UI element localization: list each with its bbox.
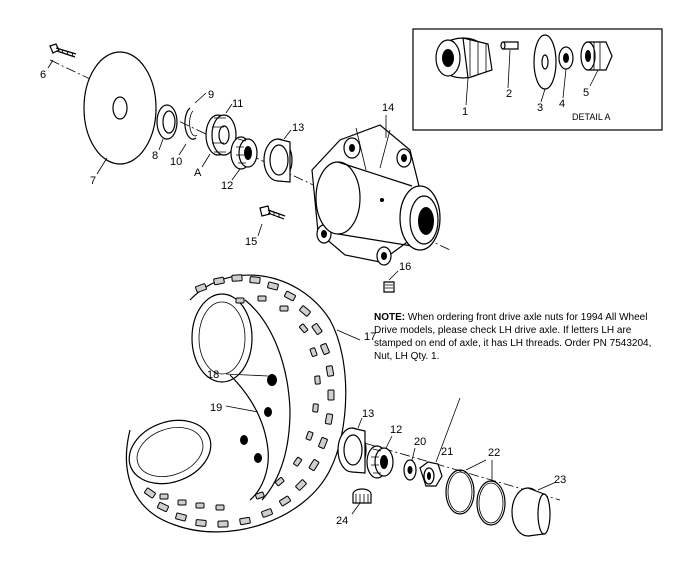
roller-bearing-12-lower (366, 445, 394, 479)
o-rings-22 (445, 469, 506, 526)
bearing-race-13 (263, 138, 293, 183)
label-part-21: 21 (441, 446, 454, 458)
label-part-10: 10 (170, 156, 183, 168)
hub-14 (311, 124, 441, 266)
washer-20 (403, 459, 417, 481)
label-part-15: 15 (245, 236, 258, 248)
stud-16 (383, 281, 395, 293)
label-part-13-upper: 13 (292, 122, 305, 134)
detail-a-label: DETAIL A (572, 112, 611, 122)
detail-washer-part (533, 34, 557, 90)
seal-8 (156, 104, 178, 140)
label-part-14: 14 (382, 102, 395, 114)
label-part-13-lower: 13 (362, 408, 375, 420)
note-heading: NOTE: (374, 312, 406, 323)
ordering-note: NOTE: When ordering front drive axle nut… (374, 311, 664, 363)
label-detail-part-5: 5 (583, 87, 590, 99)
label-detail-part-2: 2 (506, 88, 513, 100)
bolt-6 (49, 43, 77, 58)
label-part-12-upper: 12 (221, 180, 234, 192)
label-part-9: 9 (208, 89, 215, 101)
tire-17 (125, 274, 347, 533)
label-part-19: 19 (210, 402, 223, 414)
bearing-11 (205, 114, 237, 156)
stud-15 (259, 205, 286, 220)
label-part-11: 11 (232, 98, 244, 110)
label-part-A: A (194, 167, 202, 179)
detail-a-box (412, 28, 663, 131)
label-part-22: 22 (488, 447, 501, 459)
castle-nut-21 (419, 461, 443, 487)
label-part-8: 8 (152, 150, 159, 162)
brake-disc-7 (83, 51, 157, 165)
label-detail-part-4: 4 (559, 98, 566, 110)
detail-pin-part (500, 41, 519, 50)
snap-ring-9 (184, 107, 198, 140)
label-part-20: 20 (414, 436, 427, 448)
detail-castle-nut-part (580, 41, 613, 71)
label-detail-part-3: 3 (537, 102, 544, 114)
bearing-race-13-lower (337, 427, 367, 474)
label-part-24: 24 (336, 515, 349, 527)
cap-23 (511, 487, 551, 537)
note-body: When ordering front drive axle nuts for … (374, 312, 652, 362)
detail-nut-part (558, 46, 574, 70)
detail-hub-part (435, 37, 493, 79)
label-part-17: 17 (364, 331, 377, 343)
label-detail-part-1: 1 (462, 106, 469, 118)
label-part-6: 6 (40, 69, 47, 81)
label-part-7: 7 (90, 175, 97, 187)
label-part-18: 18 (207, 369, 220, 381)
roller-bearing-12 (230, 136, 258, 170)
label-part-12-lower: 12 (390, 424, 403, 436)
label-part-16: 16 (399, 261, 412, 273)
valve-cap-24 (352, 488, 372, 504)
label-part-23: 23 (554, 474, 567, 486)
